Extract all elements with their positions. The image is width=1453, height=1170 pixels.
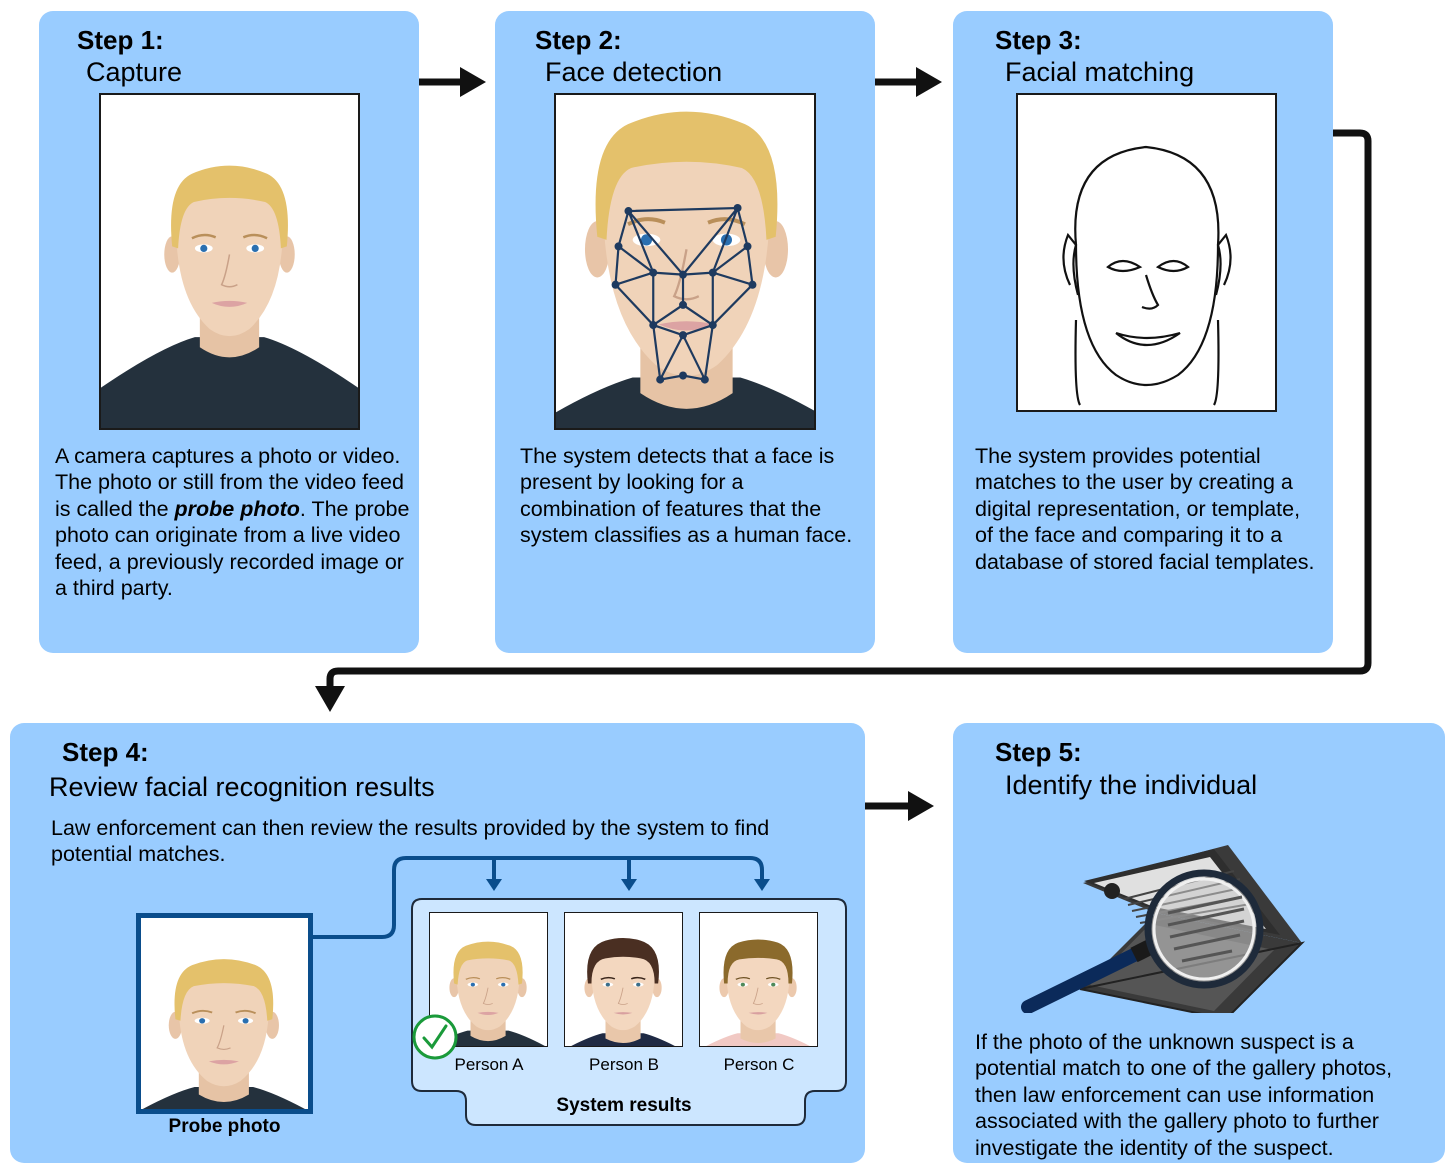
probe-photo-term: probe photo (174, 496, 300, 521)
step5-label: Step 5: (995, 737, 1082, 767)
person-b-face-icon (565, 913, 682, 1046)
step1-desc-part1: A camera captures a photo or video. The … (55, 444, 404, 521)
detection-photo (554, 93, 816, 430)
step5-title: Identify the individual (1005, 770, 1258, 800)
step3-title: Facial matching (1005, 57, 1195, 87)
results-connector (307, 856, 770, 939)
person-b-photo (564, 912, 683, 1047)
person-c-face-icon (700, 913, 817, 1046)
person-a-label: Person A (454, 1055, 524, 1074)
step3-description: The system provides potential matches to… (975, 444, 1315, 574)
step1-description: A camera captures a photo or video. The … (55, 443, 411, 601)
probe-face-icon (141, 918, 308, 1109)
step2-label: Step 2: (535, 25, 622, 55)
results-title: System results (556, 1095, 692, 1116)
face-outline-icon (1062, 145, 1232, 406)
step2-title: Face detection (545, 57, 723, 87)
step4-description: Law enforcement can then review the resu… (51, 816, 770, 867)
person-b-label: Person B (589, 1055, 659, 1074)
step5-description: If the photo of the unknown suspect is a… (975, 1030, 1393, 1160)
magnifier-laptop-icon (1021, 845, 1306, 1013)
probe-photo (136, 913, 313, 1114)
step5-panel: Step 5: Identify the individual If the (953, 723, 1445, 1163)
step3-panel: Step 3: Facial matching The system provi… (953, 11, 1333, 653)
step2-description: The system detects that a face is presen… (520, 444, 853, 548)
probe-caption: Probe photo (168, 1116, 281, 1137)
person-c-label: Person C (723, 1055, 795, 1074)
capture-photo (99, 93, 360, 430)
step1-label: Step 1: (77, 25, 164, 55)
step4-label: Step 4: (62, 737, 149, 767)
step2-panel: Step 2: Face detection The system detect… (495, 11, 875, 653)
blond-face-icon (101, 95, 358, 428)
checkmark-circle-icon (412, 1014, 458, 1060)
person-c-photo (699, 912, 818, 1047)
step3-label: Step 3: (995, 25, 1082, 55)
template-photo (1016, 93, 1277, 412)
step1-desc-part3: . The probe photo can originate from a l… (55, 496, 410, 601)
step1-panel: Step 1: Capture A camera captures a phot… (39, 11, 419, 653)
step1-title: Capture (86, 57, 183, 87)
step4-title: Review facial recognition results (49, 772, 435, 802)
step4-panel: Step 4: Review facial recognition result… (10, 723, 865, 1163)
face-mesh-icon (556, 95, 814, 428)
